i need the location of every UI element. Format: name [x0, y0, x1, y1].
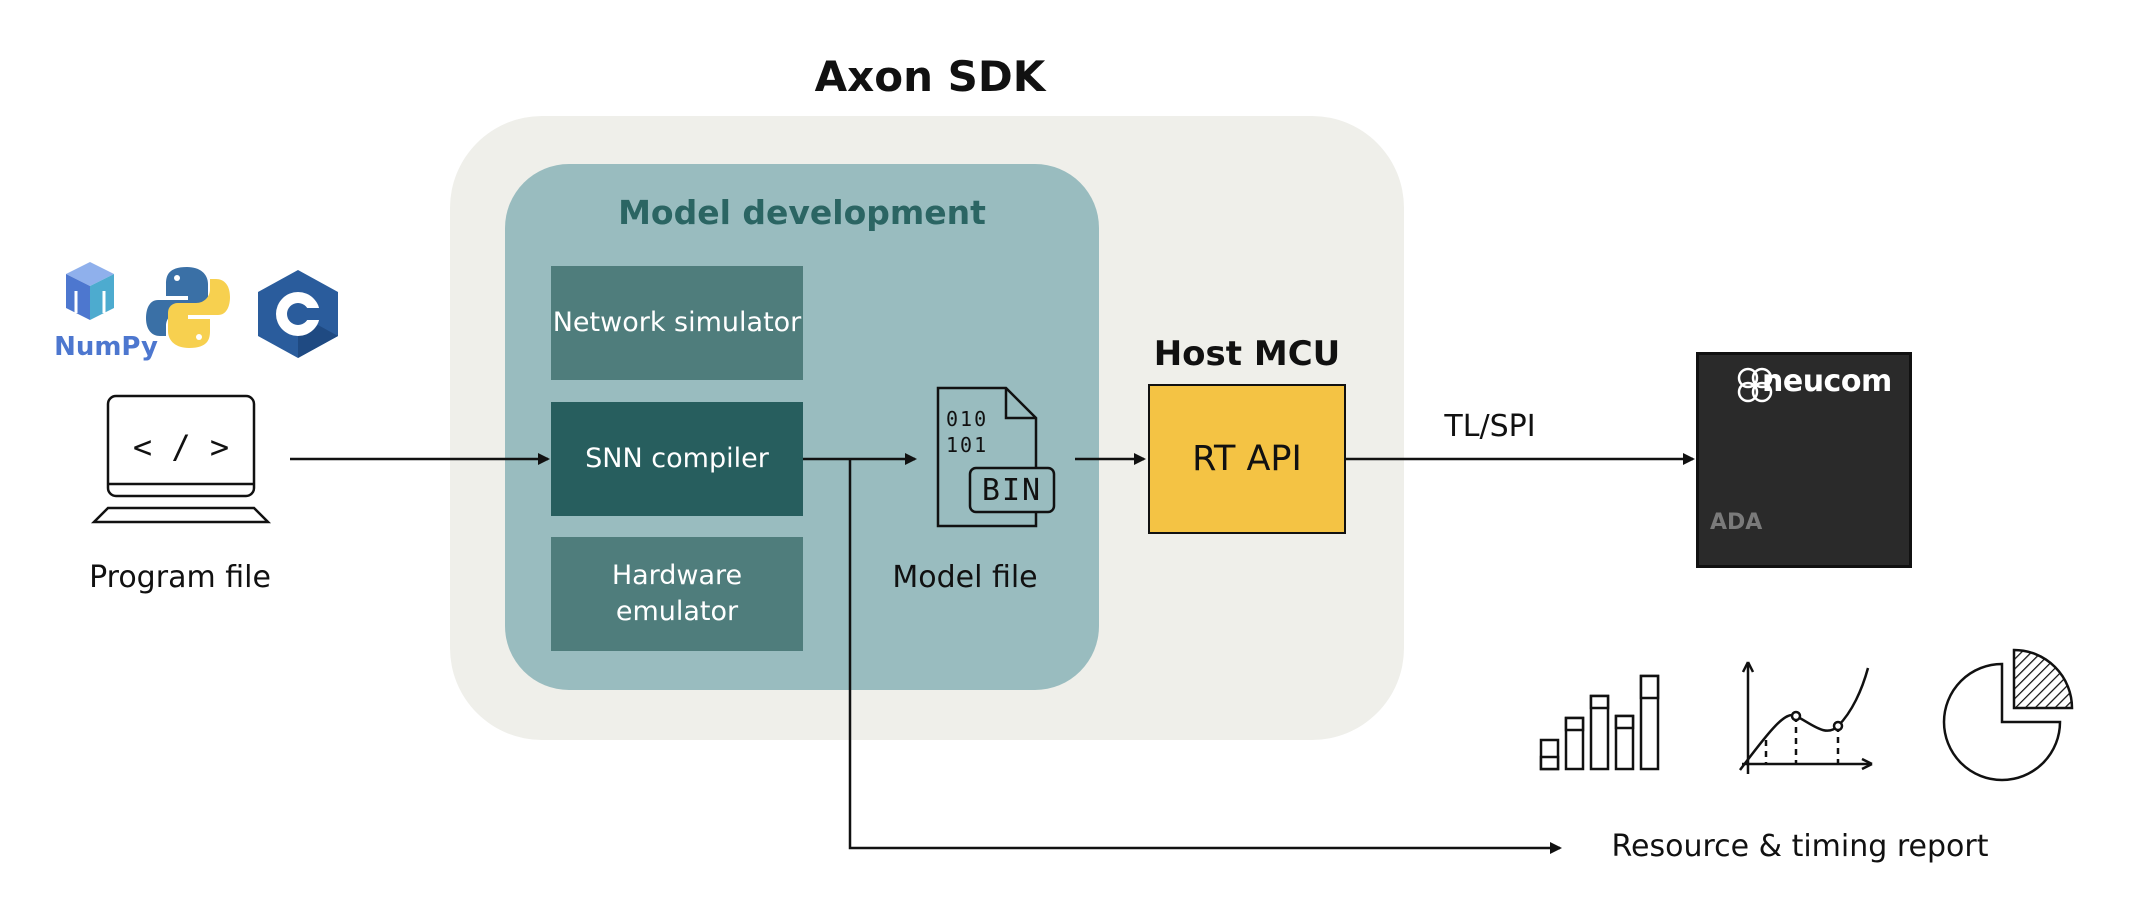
model-development-title: Model development: [618, 192, 986, 232]
program-file-label: Program file: [89, 559, 271, 595]
diagram-title: Axon SDK: [814, 51, 1046, 101]
bar-chart-icon: [1539, 674, 1660, 771]
network-simulator-box: Network simulator: [551, 266, 803, 380]
bits-line-1: 010: [946, 407, 989, 431]
document-icon: [936, 386, 1056, 528]
bits-text: 010 101: [946, 406, 1026, 462]
ada-chip: [1696, 352, 1912, 568]
python-logo-icon: [146, 267, 230, 348]
function-plot-icon: [1739, 661, 1873, 774]
c-logo-icon: [258, 270, 338, 358]
snn-compiler-box: SNN compiler: [551, 402, 803, 516]
tl-spi-label: TL/SPI: [1444, 408, 1536, 444]
flow-arrows: [290, 453, 1695, 854]
numpy-logo-icon: [66, 262, 114, 320]
model-file-label: Model file: [892, 559, 1038, 595]
report-label: Resource & timing report: [1611, 828, 1989, 864]
code-glyph: < / >: [132, 428, 230, 466]
compiler-to-report-arrow: [848, 459, 1562, 854]
chip-name-label: ADA: [1710, 510, 1763, 535]
numpy-label: NumPy: [54, 332, 158, 362]
rt-api-box: RT API: [1148, 384, 1346, 534]
pie-chart-icon: [1942, 648, 2074, 782]
bits-line-2: 101: [946, 433, 989, 457]
bin-badge: BIN: [981, 472, 1043, 508]
laptop-icon: [90, 394, 272, 524]
host-mcu-label: Host MCU: [1153, 334, 1341, 374]
hardware-emulator-box: Hardware emulator: [551, 537, 803, 651]
chip-brand-label: neucom: [1762, 364, 1892, 399]
